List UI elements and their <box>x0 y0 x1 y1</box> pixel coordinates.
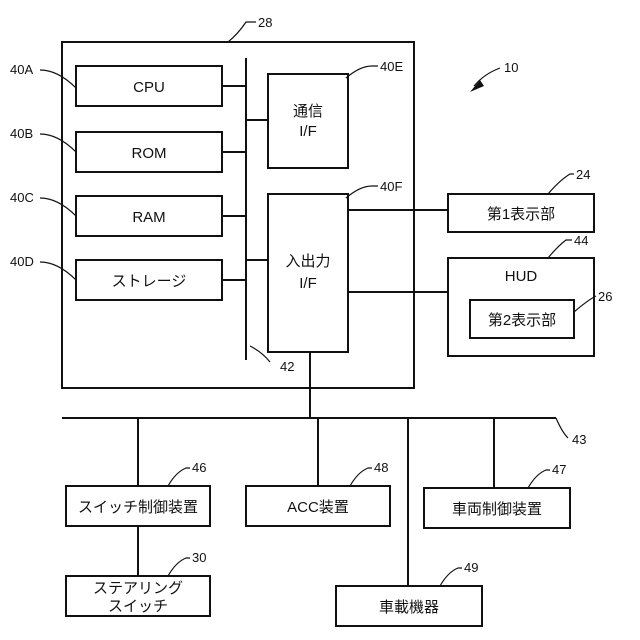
io-if-ref: 40F <box>380 179 402 194</box>
acc-ref: 48 <box>374 460 388 475</box>
vehicle-ctrl-label: 車両制御装置 <box>452 501 542 518</box>
display1-ref: 24 <box>576 167 590 182</box>
steering-switch-leader <box>168 558 190 576</box>
steering-switch-ref: 30 <box>192 550 206 565</box>
vehicle-bus-leader <box>556 418 568 438</box>
comm-if-ref: 40E <box>380 59 403 74</box>
display2-label: 第2表示部 <box>488 311 556 329</box>
controller-leader <box>228 22 256 42</box>
comm-if-box <box>268 74 348 168</box>
acc-leader <box>350 468 372 486</box>
system-arrow-icon <box>470 80 484 92</box>
io-if-box <box>268 194 348 352</box>
system-ref: 10 <box>504 60 518 75</box>
vehicle-ctrl-ref: 47 <box>552 462 566 477</box>
cpu-ref: 40A <box>10 62 33 77</box>
switch-ctrl-leader <box>168 468 190 486</box>
acc-label: ACC装置 <box>287 499 349 516</box>
switch-ctrl-label: スイッチ制御装置 <box>78 499 198 516</box>
ram-label: RAM <box>132 209 165 226</box>
onboard-device-label: 車載機器 <box>379 599 439 616</box>
storage-label: ストレージ <box>112 273 187 290</box>
hud-ref: 44 <box>574 233 588 248</box>
switch-ctrl-ref: 46 <box>192 460 206 475</box>
hud-leader <box>548 240 572 258</box>
display1-leader <box>548 174 574 194</box>
controller-ref: 28 <box>258 15 272 30</box>
comm-if-line2: I/F <box>299 123 317 140</box>
steering-switch-line2: スイッチ <box>108 598 168 615</box>
storage-ref: 40D <box>10 254 34 269</box>
vehicle-bus-ref: 43 <box>572 432 586 447</box>
comm-if-line1: 通信 <box>293 103 323 120</box>
cpu-label: CPU <box>133 79 165 96</box>
rom-ref: 40B <box>10 126 33 141</box>
display2-ref: 26 <box>598 289 612 304</box>
vehicle-ctrl-leader <box>528 470 550 488</box>
ram-ref: 40C <box>10 190 34 205</box>
onboard-device-ref: 49 <box>464 560 478 575</box>
hud-label: HUD <box>505 268 538 285</box>
onboard-device-leader <box>440 568 462 586</box>
steering-switch-line1: ステアリング <box>93 580 183 597</box>
rom-label: ROM <box>132 145 167 162</box>
io-if-line2: I/F <box>299 275 317 292</box>
io-if-line1: 入出力 <box>285 253 330 270</box>
internal-bus-ref: 42 <box>280 359 294 374</box>
display1-label: 第1表示部 <box>487 205 555 223</box>
